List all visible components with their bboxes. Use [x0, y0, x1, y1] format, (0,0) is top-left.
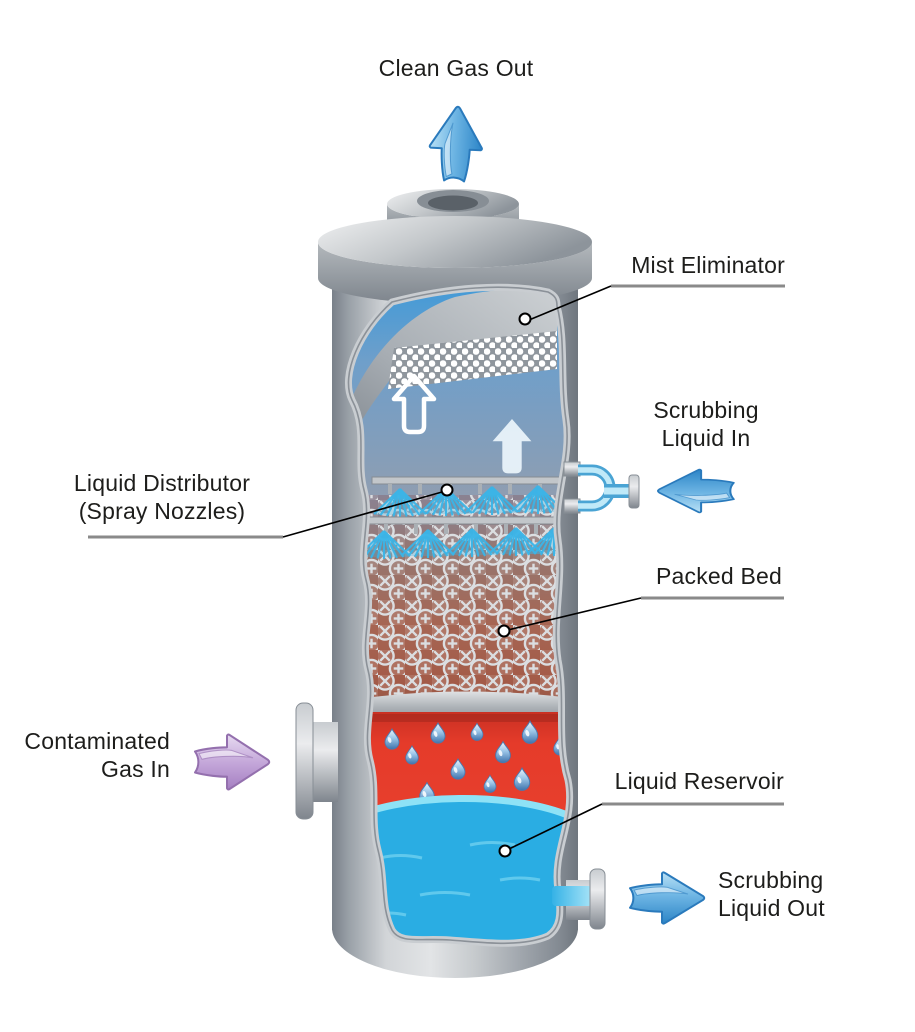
label-contaminated-gas-in: Contaminated Gas In	[24, 728, 170, 782]
mist-eliminator-band	[388, 331, 557, 389]
label-mist-eliminator: Mist Eliminator	[631, 252, 785, 278]
packed-bed-pointer-dot	[497, 624, 511, 638]
label-clean-gas-out: Clean Gas Out	[378, 55, 534, 81]
clean-gas-out-arrow	[426, 104, 486, 184]
contaminated-gas-inlet-nozzle	[295, 702, 338, 820]
gas-up-arrow-outline	[391, 373, 437, 435]
gas-outlet-hole	[428, 195, 478, 211]
vessel-lid	[318, 216, 592, 268]
label-liquid-distributor: Liquid Distributor (Spray Nozzles)	[73, 470, 251, 524]
liquid-reservoir-pointer-dot	[498, 844, 512, 858]
leader-lines	[88, 284, 785, 858]
label-liquid-reservoir: Liquid Reservoir	[614, 768, 784, 794]
scrubbing-liquid-in-arrow	[656, 468, 735, 514]
cut-wall-flap	[348, 288, 557, 448]
scrubbing-liquid-inlet-nozzle	[563, 461, 640, 514]
label-packed-bed: Packed Bed	[655, 563, 782, 589]
liquid-distributor-pointer-dot	[440, 483, 454, 497]
label-scrubbing-liquid-out: Scrubbing Liquid Out	[718, 867, 825, 921]
label-scrubbing-liquid-in: Scrubbing Liquid In	[653, 397, 759, 451]
scrubbing-liquid-outlet-nozzle	[552, 868, 606, 930]
contaminated-gas-in-arrow	[193, 733, 271, 791]
scrubbing-liquid-out-arrow	[629, 871, 706, 925]
gas-up-arrow-solid	[492, 419, 532, 474]
mist-eliminator-pointer-dot	[518, 312, 532, 326]
cutaway-interior	[348, 287, 570, 944]
